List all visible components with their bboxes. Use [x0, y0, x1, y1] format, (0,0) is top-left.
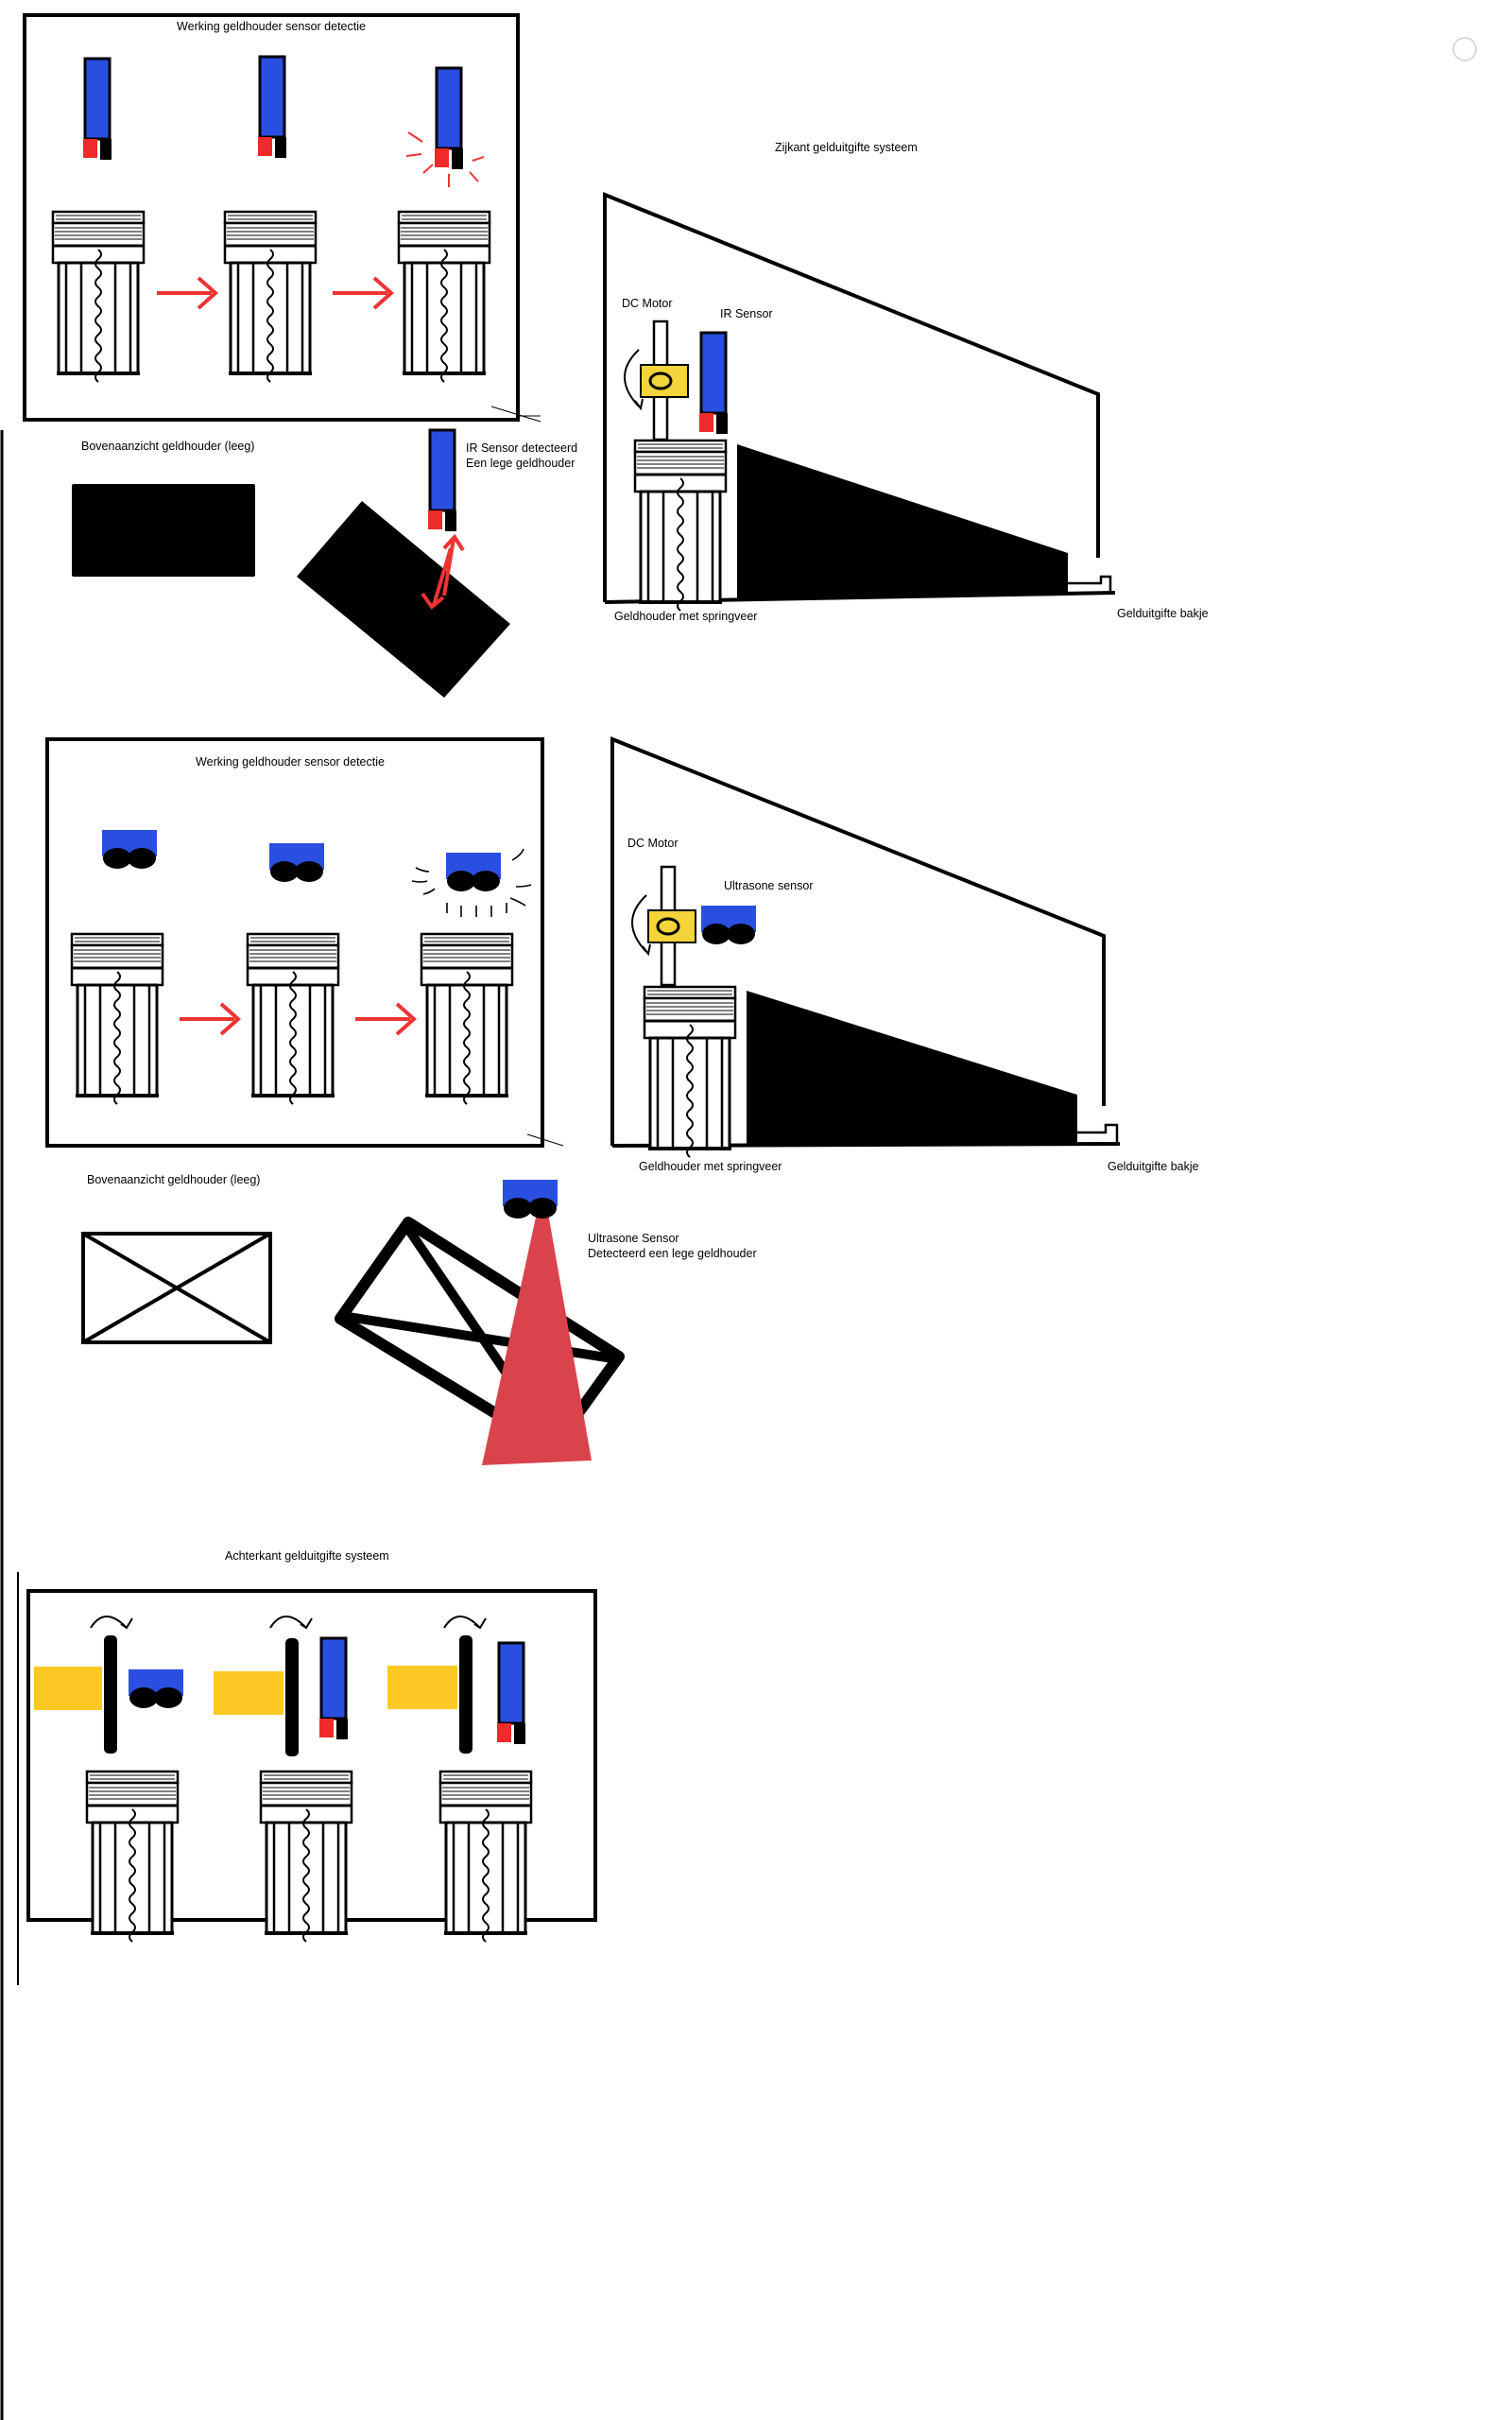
ultrasonic-sensor-icon [446, 853, 501, 891]
ir-detect-line1: IR Sensor detecteerd [466, 441, 578, 455]
rotation-arrow-icon [90, 1616, 487, 1630]
ir-sensor-icon [433, 66, 465, 171]
money-holder-icon [51, 210, 146, 384]
ultrasonic-beam [482, 1213, 592, 1465]
money-holder-icon [633, 439, 728, 613]
money-holder-icon [397, 210, 491, 384]
dc-motor-icon [34, 1667, 102, 1710]
sound-wave-icon [411, 848, 532, 917]
ir-sensor-icon [495, 1641, 527, 1746]
us-detect-line1: Ultrasone Sensor [588, 1232, 679, 1245]
arrow-right-icon [178, 1002, 240, 1036]
detection-panel-ultrasonic [45, 737, 564, 1148]
ultrasonic-sensor-icon [503, 1180, 558, 1219]
detection-arrows-icon [421, 533, 465, 610]
panel-title-ir: Werking geldhouder sensor detectie [177, 20, 366, 33]
us-detect-line2: Detecteerd een lege geldhouder [588, 1247, 757, 1260]
side-view-ultrasonic [610, 736, 1121, 1159]
dc-motor-icon [623, 320, 690, 441]
rear-view-title: Achterkant gelduitgifte systeem [225, 1549, 389, 1563]
ir-sensor-icon [81, 57, 113, 162]
ultrasonic-sensor-icon [129, 1669, 183, 1708]
money-holder-icon [246, 932, 340, 1106]
ultrasonic-sensor-icon [701, 906, 756, 944]
stray-line [490, 406, 541, 423]
top-view-holder-empty [72, 484, 255, 577]
ir-sensor-icon [426, 428, 458, 533]
money-holder-icon [420, 932, 514, 1106]
ir-sensor-icon [318, 1636, 350, 1741]
ir-detect-line2: Een lege geldhouder [466, 457, 576, 470]
money-holder-icon [438, 1770, 533, 1944]
arrow-right-icon [155, 276, 217, 310]
money-holder-icon [85, 1770, 180, 1944]
arrow-right-icon [353, 1002, 416, 1036]
ir-sensor-icon [256, 55, 288, 160]
side-view-ir [603, 192, 1116, 613]
motor-shaft [285, 1638, 299, 1756]
ultrasonic-sensor-icon [102, 830, 157, 869]
motor-shaft [459, 1635, 472, 1754]
dc-motor-label: DC Motor [627, 837, 679, 850]
ir-sensor-label: IR Sensor [720, 307, 773, 320]
rotated-holder [297, 501, 510, 698]
top-view-label: Bovenaanzicht geldhouder (leeg) [81, 440, 255, 453]
money-holder-icon [223, 210, 318, 384]
motor-shaft [104, 1635, 117, 1754]
detection-panel-ir [23, 13, 541, 423]
tray-label: Gelduitgifte bakje [1117, 607, 1209, 620]
money-holder-icon [643, 985, 737, 1159]
top-view-label: Bovenaanzicht geldhouder (leeg) [87, 1173, 261, 1186]
rear-view-panel [26, 1589, 597, 1944]
top-view-holder-empty [81, 1232, 272, 1344]
holder-label: Geldhouder met springveer [639, 1160, 782, 1173]
ir-sensor-icon [697, 331, 730, 436]
holder-label: Geldhouder met springveer [614, 610, 758, 623]
tray-label: Gelduitgifte bakje [1108, 1160, 1199, 1173]
scroll-indicator-icon[interactable] [1452, 37, 1477, 61]
signal-burst-icon [405, 131, 485, 187]
ultrasonic-label: Ultrasone sensor [724, 879, 814, 892]
panel-title-ultrasonic: Werking geldhouder sensor detectie [196, 755, 385, 769]
dc-motor-icon [214, 1671, 284, 1715]
arrow-right-icon [331, 276, 393, 310]
ultrasonic-sensor-icon [269, 843, 324, 882]
dc-motor-icon [387, 1666, 457, 1709]
side-view-title: Zijkant gelduitgifte systeem [775, 141, 918, 154]
dc-motor-icon [630, 865, 697, 987]
money-holder-icon [259, 1770, 353, 1944]
money-holder-icon [70, 932, 164, 1106]
dc-motor-label: DC Motor [622, 297, 673, 310]
